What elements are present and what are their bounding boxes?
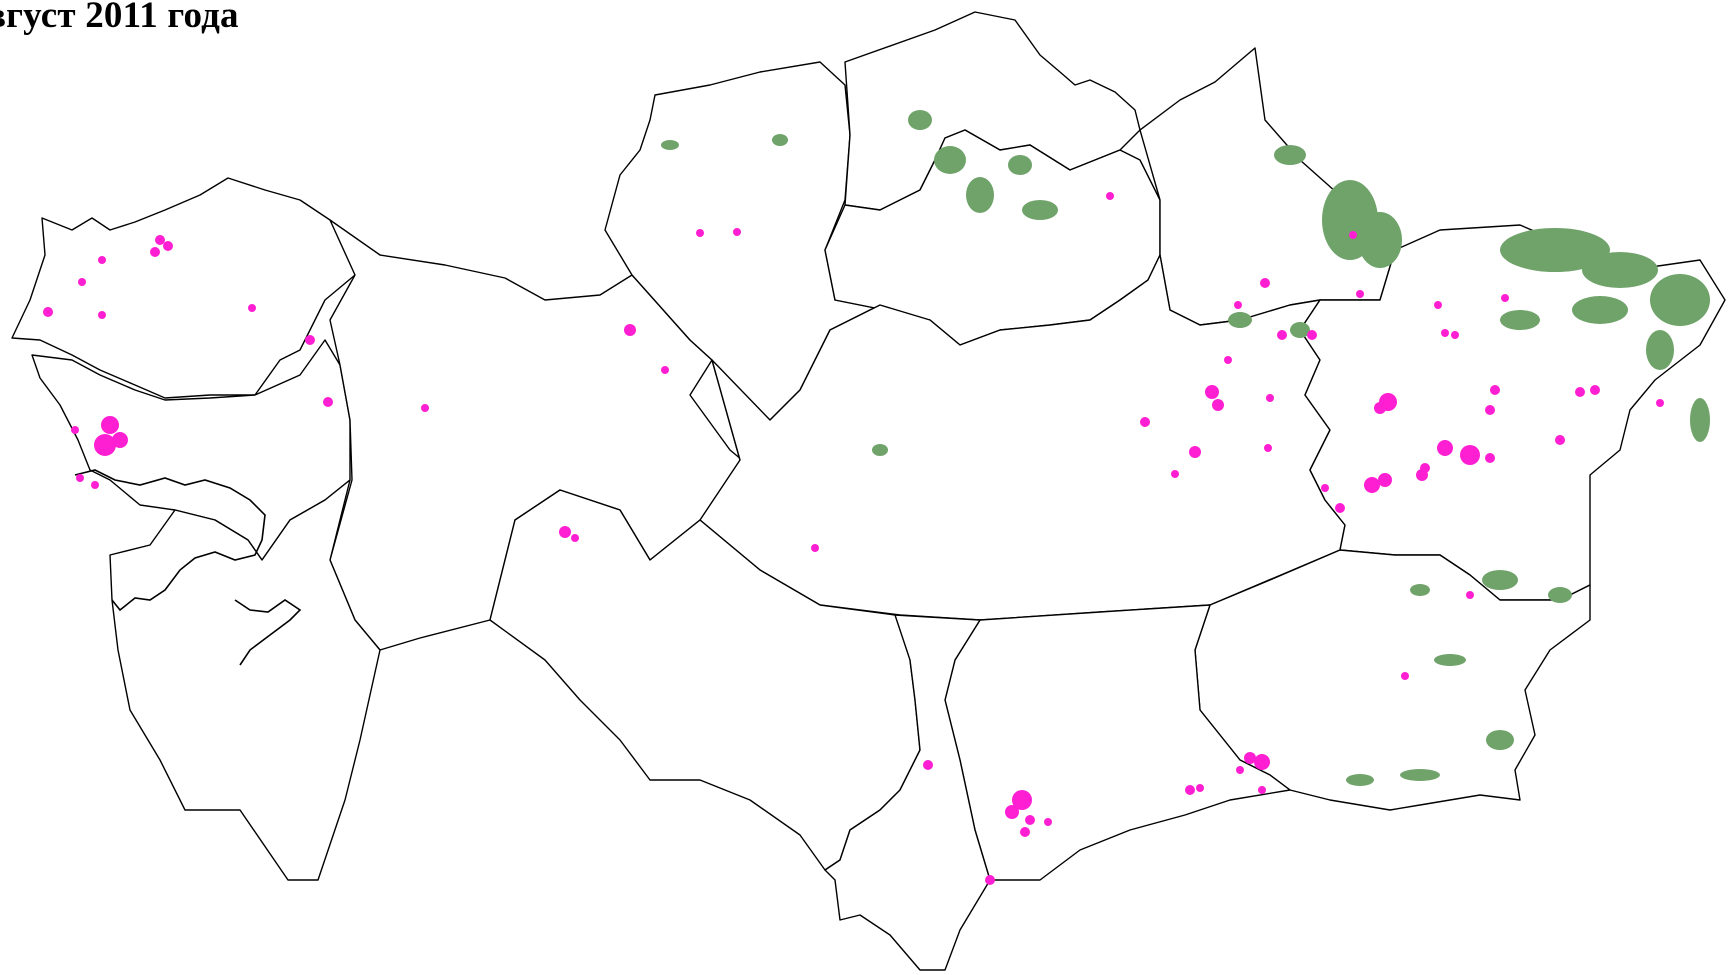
region-borders xyxy=(11,11,1726,971)
caspian-coastline xyxy=(74,469,266,612)
fire-hotspots xyxy=(43,192,1664,885)
vegetation-areas xyxy=(661,110,1710,786)
map-title: вгуст 2011 года xyxy=(0,0,239,36)
region-turkestan xyxy=(824,614,991,971)
kara-bogaz-inlet xyxy=(234,599,302,666)
region-mangystau xyxy=(109,479,381,881)
